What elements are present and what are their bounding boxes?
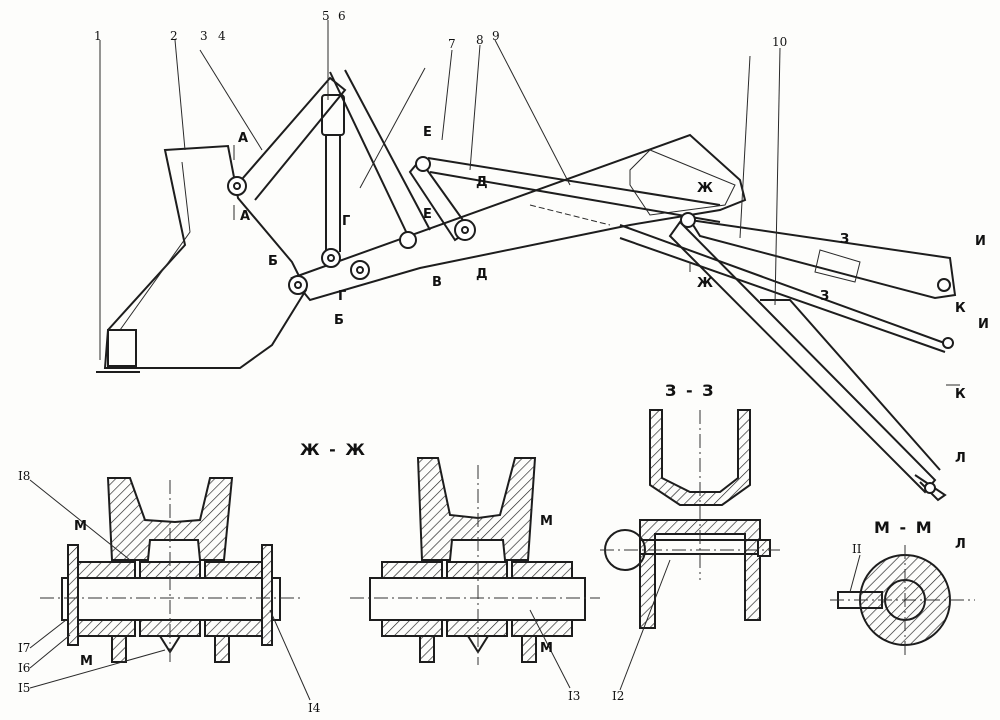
- mark-m-mid-lower: М: [540, 641, 553, 656]
- callout-8: 8: [476, 33, 484, 47]
- mark-m-mid-upper: М: [540, 514, 553, 529]
- callout-7: 7: [448, 37, 456, 51]
- section-marks: А А Б Б Г Г В Д Д Е Е Ж Ж З З И И К К Л …: [233, 125, 989, 552]
- mark-a-top: А: [238, 131, 248, 146]
- callout-11: II: [852, 542, 862, 556]
- mark-m-upper: М: [74, 519, 87, 534]
- mark-zh-top: Ж: [697, 181, 713, 196]
- callout-16: I6: [18, 661, 30, 675]
- callout-14: I4: [308, 701, 321, 715]
- mark-g-top: Г: [342, 214, 350, 229]
- callout-15: I5: [18, 681, 30, 695]
- support-strut: [668, 220, 937, 494]
- callout-10: 10: [772, 35, 787, 49]
- section-m-m-title: М - М: [874, 518, 934, 537]
- mark-d-bottom: Д: [476, 267, 488, 282]
- callout-4: 4: [218, 29, 226, 43]
- mark-m-lower: М: [80, 654, 93, 669]
- mark-d-top: Д: [476, 175, 488, 190]
- section-zh-zh-title: Ж - Ж: [300, 440, 367, 459]
- mark-zh-bottom: Ж: [697, 276, 713, 291]
- mark-a-bottom: А: [240, 209, 250, 224]
- mark-k-bottom: К: [955, 387, 966, 402]
- upper-link: [235, 76, 347, 201]
- mark-e-bottom: Е: [423, 207, 432, 222]
- callout-6: 6: [338, 9, 346, 23]
- bucket-tooth: [107, 329, 137, 367]
- section-z-z-title: З - З: [665, 381, 716, 400]
- callout-13: I3: [568, 689, 580, 703]
- mark-g-bottom: Г: [338, 289, 346, 304]
- mark-z-bottom: З: [820, 289, 829, 304]
- top-callouts: 1 2 3 4 5 6 7 8 9 10: [94, 9, 787, 51]
- section-m-m: М - М II: [830, 518, 975, 655]
- mark-b-top: Б: [268, 254, 278, 269]
- leader-lines: [99, 20, 781, 360]
- mark-l-bottom: Л: [955, 537, 966, 552]
- main-view: 1 2 3 4 5 6 7 8 9 10 А А Б Б Г Г В Д Д Е…: [94, 9, 989, 552]
- section-zh-zh: Ж - Ж I8 I7 I6 I5 I4 М М: [18, 440, 367, 715]
- callout-9: 9: [492, 29, 500, 43]
- callout-12: I2: [612, 689, 624, 703]
- lift-cylinder: [321, 94, 345, 136]
- mark-i-top: И: [975, 234, 986, 249]
- mark-l-top: Л: [955, 451, 966, 466]
- rocker-lever: [408, 158, 472, 242]
- callout-5: 5: [322, 9, 330, 23]
- mark-v: В: [432, 275, 442, 290]
- mark-b-bottom: Б: [334, 313, 344, 328]
- section-zh-zh-alt: I3 М М: [350, 457, 600, 703]
- callout-2: 2: [170, 29, 178, 43]
- mark-z-top: З: [840, 232, 849, 247]
- tilt-cylinder: [688, 218, 957, 300]
- mark-i-bottom: И: [978, 317, 989, 332]
- callout-1: 1: [94, 29, 102, 43]
- pins: [227, 156, 954, 494]
- callout-18: I8: [18, 469, 30, 483]
- mark-e-top: Е: [423, 125, 432, 140]
- section-z-z: З - З I2: [600, 381, 780, 703]
- callout-17: I7: [18, 641, 30, 655]
- mark-k-top: К: [955, 301, 966, 316]
- callout-3: 3: [200, 29, 208, 43]
- main-boom: [290, 133, 747, 302]
